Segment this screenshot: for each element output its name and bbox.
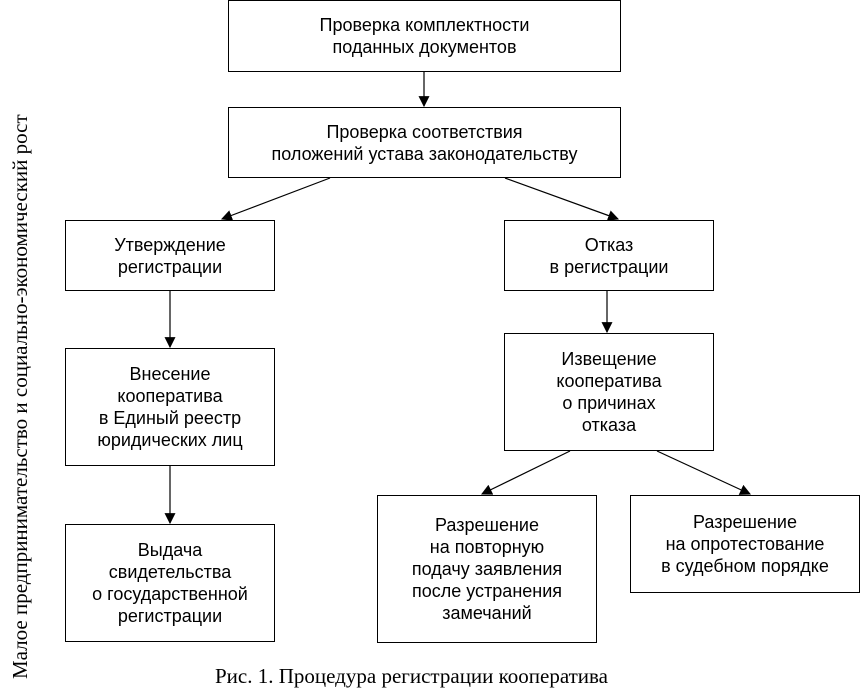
- arrow-charter-to-refuse: [504, 177, 620, 221]
- arrow-charter-to-approve: [220, 177, 331, 221]
- arrow-notify-to-resubmit: [481, 450, 571, 495]
- arrow-notify-to-appeal: [656, 450, 751, 495]
- figure-caption: Рис. 1. Процедура регистрации кооператив…: [215, 664, 609, 688]
